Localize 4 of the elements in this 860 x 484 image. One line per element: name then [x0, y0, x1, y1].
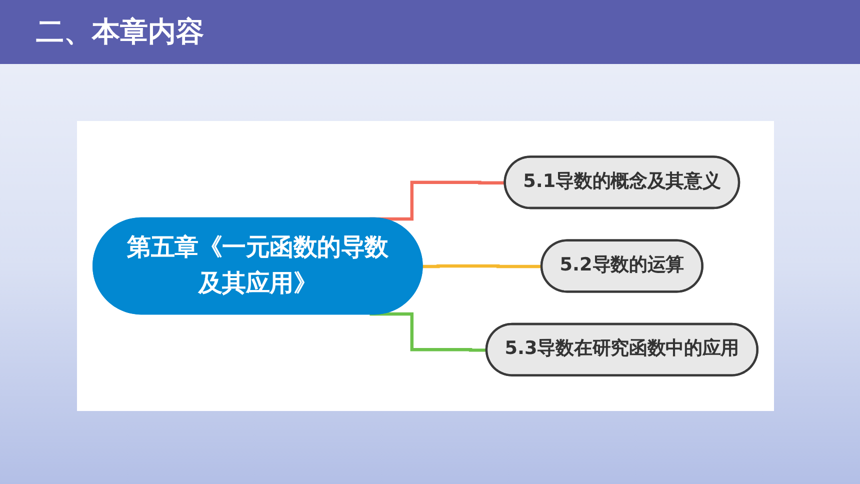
connector: [370, 312, 487, 352]
connector: [422, 264, 542, 268]
page-title: 二、本章内容: [36, 14, 204, 50]
diagram-panel: 第五章《一元函数的导数及其应用》 5.1导数的概念及其意义 5.2导数的运算 5.3导数在研究函数中的应用: [77, 121, 774, 411]
